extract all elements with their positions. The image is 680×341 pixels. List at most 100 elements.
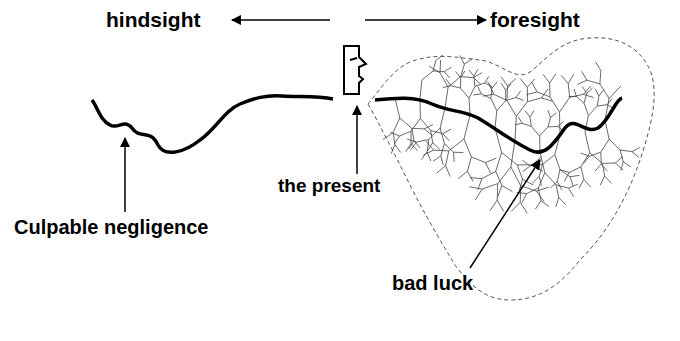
branch-line (490, 200, 497, 211)
branch-line (449, 139, 464, 151)
branch-line (530, 117, 532, 127)
branch-line (561, 75, 568, 83)
branch-line (443, 86, 451, 88)
branch-line (623, 162, 631, 167)
branch-line (437, 166, 446, 174)
branch-line (539, 165, 542, 177)
branch-line (426, 141, 434, 150)
branch-line (557, 170, 560, 182)
branch-line (540, 127, 549, 136)
branch-line (482, 171, 496, 178)
branch-line (475, 189, 482, 200)
branch-line (551, 113, 557, 118)
branch-line (595, 89, 599, 96)
branch-line (443, 129, 452, 133)
branch-line (583, 94, 593, 97)
branch-line (395, 145, 401, 153)
branch-line (494, 94, 507, 100)
branch-line (558, 122, 564, 127)
branch-line (520, 202, 527, 213)
branch-line (446, 166, 451, 177)
branch-line (535, 201, 541, 210)
branch-line (420, 118, 430, 130)
face-profile (344, 46, 366, 94)
branch-line (597, 96, 599, 106)
branch-line (578, 80, 588, 84)
branch-line (601, 164, 607, 171)
branch-line (496, 171, 502, 185)
callout-label: bad luck (392, 272, 473, 294)
branch-line (429, 128, 440, 139)
hindsight-arrow (232, 19, 330, 21)
branch-line (483, 94, 494, 96)
branch-line (557, 182, 562, 190)
branch-line (516, 98, 524, 101)
callout-label: Culpable negligence (14, 216, 208, 238)
branch-line (501, 77, 508, 86)
branch-line (464, 59, 472, 65)
branch-line (579, 179, 584, 188)
branch-line (549, 83, 550, 97)
branch-line (421, 152, 427, 160)
branch-line (517, 164, 532, 165)
negligence-leader (124, 138, 126, 212)
branch-line (461, 88, 470, 98)
branch-line (471, 157, 485, 163)
branch-line (496, 153, 502, 172)
branch-line (433, 143, 440, 150)
branch-line (451, 86, 461, 89)
branch-line (464, 115, 470, 139)
branch-line (461, 77, 474, 78)
branch-line (441, 156, 443, 166)
branch-line (487, 81, 492, 88)
branch-line (556, 185, 559, 198)
branch-line (584, 93, 587, 103)
branch-line (632, 147, 640, 151)
branch-line (587, 88, 593, 93)
branch-line (620, 150, 623, 162)
branch-line (467, 157, 471, 172)
branch-line (585, 132, 590, 153)
branch-line (436, 55, 443, 60)
branch-line (559, 112, 561, 135)
branch-line (498, 186, 502, 197)
branch-line (518, 117, 522, 124)
branch-line (492, 82, 497, 88)
branch-line (464, 139, 471, 157)
branch-line (581, 153, 590, 156)
future-region (368, 38, 654, 300)
branch-line (495, 111, 497, 128)
possible-futures (383, 55, 640, 213)
branch-line (427, 140, 429, 152)
branch-line (460, 55, 465, 64)
branch-line (601, 139, 609, 152)
branch-line (458, 171, 467, 178)
branch-line (569, 188, 574, 197)
direction-label: foresight (490, 8, 580, 31)
branch-line (587, 80, 600, 84)
branch-line (590, 152, 601, 156)
branch-line (411, 142, 417, 150)
branch-line (469, 70, 474, 76)
branch-line (568, 84, 570, 98)
branch-line (584, 179, 591, 187)
branch-line (511, 140, 515, 167)
branch-line (422, 71, 433, 80)
branch-line (423, 150, 434, 155)
branch-line (577, 97, 585, 104)
branch-line (502, 153, 518, 165)
face-eye (350, 58, 357, 60)
branch-line (469, 86, 475, 98)
future-path (375, 98, 622, 152)
branch-line (560, 170, 570, 173)
branch-line (548, 126, 558, 127)
branch-line (469, 98, 470, 115)
branch-line (446, 79, 451, 86)
foresight-arrow (365, 19, 486, 21)
branch-line (581, 153, 590, 167)
branch-line (393, 118, 400, 133)
branch-line (583, 87, 587, 94)
branch-line (556, 185, 569, 188)
branch-line (527, 188, 539, 194)
